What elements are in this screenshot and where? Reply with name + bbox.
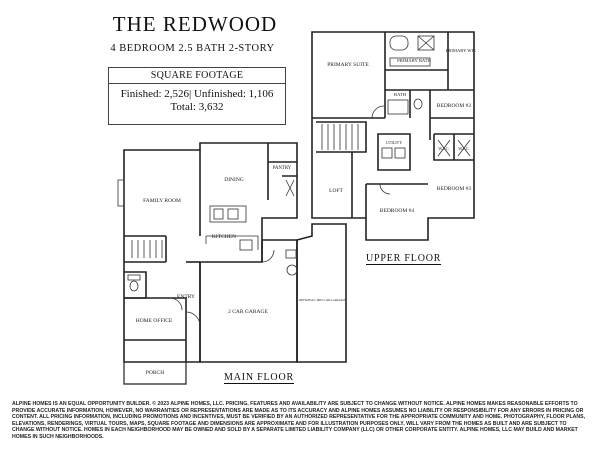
dining-label: DINING (224, 177, 244, 183)
unfinished-sqft: Unfinished: 1,106 (193, 88, 274, 100)
utility-walls (377, 133, 411, 171)
pantry-shelf-icon (285, 179, 295, 197)
dryer-icon (394, 147, 406, 159)
plan-subtitle: 4 BEDROOM 2.5 BATH 2-STORY (110, 43, 275, 54)
pantry-walls (267, 143, 297, 200)
bedroom3-label: BEDROOM #3 (437, 186, 472, 192)
bath-label: BATH (394, 92, 407, 97)
primary-door-icon (371, 105, 385, 119)
cooktop-icon (227, 208, 239, 220)
third-car-garage-walls (296, 223, 347, 363)
office-door-icon (169, 297, 183, 311)
square-footage-finished-row: Finished: 2,526| Unfinished: 1,106 (109, 88, 285, 100)
sqft-separator: | (189, 88, 194, 100)
pantry-label: PANTRY (273, 166, 292, 171)
bedroom4-label: BEDROOM #4 (380, 208, 415, 214)
upper-stair-treads-icon (321, 124, 359, 150)
primary-bath-label: PRIMARY BATH (397, 58, 431, 63)
finished-sqft: Finished: 2,526 (120, 88, 190, 100)
kitchen-island-icon (209, 205, 247, 223)
garage-step-icon (285, 249, 297, 259)
porch-outline (123, 362, 187, 385)
vanity-icon (127, 274, 141, 281)
bedroom2-label: BEDROOM #2 (437, 103, 472, 109)
kitchen-label: KITCHEN (212, 234, 236, 240)
bath-tub-icon (387, 99, 409, 115)
optional-garage-label: OPTIONAL 3RD CAR GARAGE (299, 298, 346, 302)
plan-title: THE REDWOOD (112, 12, 278, 36)
total-sqft: Total: 3,632 (170, 101, 224, 113)
water-heater-icon (286, 264, 298, 276)
sink-icon (213, 208, 224, 220)
legal-disclaimer: ALPINE HOMES IS AN EQUAL OPPORTUNITY BUI… (12, 401, 586, 440)
bath-toilet-icon (413, 98, 423, 110)
toilet-icon (129, 280, 139, 292)
entry-label: ENTRY (177, 294, 195, 300)
range-icon (239, 239, 253, 251)
loft-label: LOFT (329, 188, 343, 194)
primary-suite-label: PRIMARY SUITE (327, 62, 369, 68)
shower-x-icon (417, 35, 435, 51)
wic-shelf-icon (437, 139, 471, 157)
square-footage-box: SQUARE FOOTAGE Finished: 2,526| Unfinish… (108, 67, 286, 125)
fireplace-icon (117, 179, 125, 207)
primary-vanity-icon (389, 57, 431, 67)
bedroom4-door-icon (379, 183, 391, 195)
stair-treads-icon (131, 240, 163, 258)
kitchen-counter-icon (205, 235, 259, 250)
entry-door-icon (185, 311, 201, 327)
wic-walls (433, 133, 474, 161)
tub-icon (389, 35, 409, 51)
utility-label: UTILITY (386, 140, 403, 145)
family-room-label: FAMILY ROOM (143, 198, 181, 204)
main-floor-outline (123, 142, 298, 363)
primary-suite-wall (312, 32, 386, 119)
square-footage-heading: SQUARE FOOTAGE (109, 68, 285, 84)
office-walls (124, 297, 187, 362)
wic2-label: W.I.C. (458, 146, 469, 151)
primary-bath-wall (385, 32, 449, 90)
bedroom4-walls (365, 183, 428, 218)
wic1-label: W.I.C. (438, 146, 449, 151)
main-floor-label: MAIN FLOOR (224, 372, 294, 384)
stair-opening (316, 121, 367, 153)
home-office-label: HOME OFFICE (136, 318, 173, 324)
washer-icon (381, 147, 393, 159)
garage-door-icon (261, 249, 275, 263)
primary-wic-label: PRIMARY WIC (446, 48, 477, 53)
shower-icon (417, 35, 435, 51)
upper-floor-label: UPPER FLOOR (366, 253, 442, 265)
porch-label: PORCH (146, 370, 164, 376)
stair-walls (124, 235, 167, 263)
upper-floor-outline (311, 31, 475, 241)
garage-label: 2 CAR GARAGE (228, 309, 268, 315)
bedroom2-walls (429, 89, 474, 140)
